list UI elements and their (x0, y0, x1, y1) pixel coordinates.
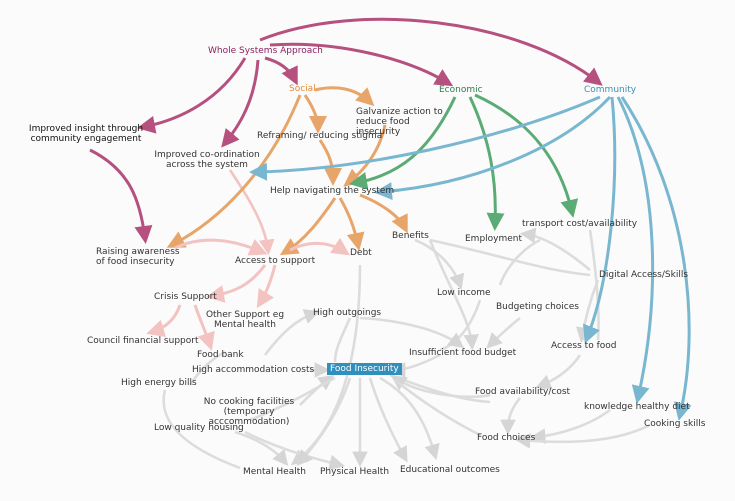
raising-awareness-node: Raising awareness of food insecurity (96, 247, 180, 267)
mental-health-node: Mental Health (243, 467, 306, 477)
food-insecurity-node: Food Insecurity (327, 363, 402, 375)
high-outgoings-node: High outgoings (313, 308, 382, 318)
community-edges (249, 95, 692, 421)
access-support-node: Access to support (235, 256, 316, 266)
debt-node: Debt (350, 248, 372, 258)
cooking-skills-node: Cooking skills (644, 419, 706, 429)
benefits-node: Benefits (392, 231, 429, 241)
food-bank-node: Food bank (197, 350, 244, 360)
whole-systems-node: Whole Systems Approach (208, 46, 323, 56)
help-navigating-node: Help navigating the system (270, 186, 395, 196)
no-cooking-node: No cooking facilities (temporary acccomm… (203, 397, 295, 427)
galvanize-node: Galvanize action to reduce food insecuri… (356, 107, 443, 137)
other-support-node: Other Support eg Mental health (205, 310, 285, 330)
social-edges (146, 86, 408, 351)
economic-edges (349, 93, 579, 231)
council-financial-node: Council financial support (87, 336, 199, 346)
food-choices-node: Food choices (477, 433, 536, 443)
educational-node: Educational outcomes (400, 465, 500, 475)
low-quality-housing-node: Low quality housing (154, 423, 244, 433)
budgeting-node: Budgeting choices (496, 302, 579, 312)
low-income-node: Low income (437, 288, 491, 298)
knowledge-diet-node: knowledge healthy diet (584, 402, 690, 412)
food-availability-node: Food availability/cost (475, 387, 571, 397)
grey-edges (162, 169, 651, 471)
reframing-node: Reframing/ reducing stigma (257, 131, 383, 141)
high-accommodation-node: High accommodation costs (192, 365, 315, 375)
digital-access-node: Digital Access/Skills (599, 270, 689, 280)
high-energy-node: High energy bills (121, 378, 197, 388)
crisis-support-node: Crisis Support (154, 292, 217, 302)
whole-systems-edges (89, 17, 603, 244)
physical-health-node: Physical Health (320, 467, 390, 477)
access-food-node: Access to food (551, 341, 617, 351)
transport-node: transport cost/availability (522, 219, 638, 229)
employment-node: Employment (465, 234, 523, 244)
community-node: Community (584, 85, 637, 95)
economic-node: Economic (439, 85, 483, 95)
insufficient-budget-node: Insufficient food budget (409, 348, 517, 358)
improved-coordination-node: Improved co-ordination across the system (154, 150, 260, 170)
improved-insight-node: Improved insight through community engag… (28, 124, 144, 144)
social-node: Social (289, 84, 316, 94)
